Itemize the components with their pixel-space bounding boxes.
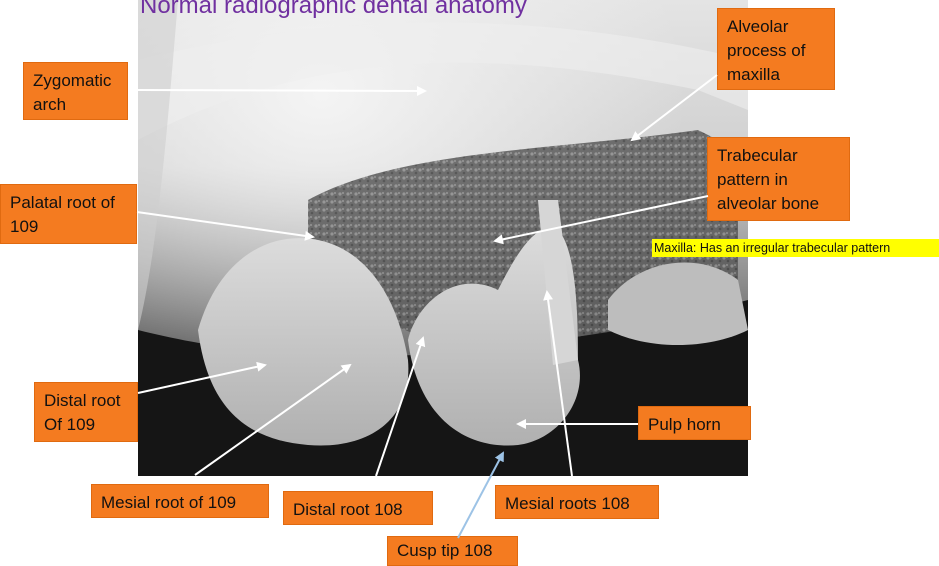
label-zygomatic-arch-line1: Zygomatic	[33, 71, 112, 90]
label-palatal-root-109-line2: 109	[10, 217, 39, 236]
label-mesial-root-of-109: Mesial root of 109	[91, 484, 269, 518]
radiograph-graphic	[138, 0, 748, 476]
label-trabecular-pattern-line2: pattern in	[717, 170, 788, 189]
dental-radiograph-image	[138, 0, 748, 476]
label-trabecular-pattern-line3: alveolar bone	[717, 194, 820, 213]
label-distal-root-of-109-line2: Of 109	[44, 415, 96, 434]
arrow-mesial-roots-108	[543, 290, 573, 477]
label-cusp-tip-108: Cusp tip 108	[387, 536, 518, 566]
label-mesial-root-of-109-text: Mesial root of 109	[101, 493, 237, 512]
arrow-cusp-tip-108	[457, 451, 504, 539]
highlight-note: Maxilla: Has an irregular trabecular pat…	[652, 239, 939, 257]
label-zygomatic-arch-line2: arch	[33, 95, 67, 114]
label-distal-root-of-109-line1: Distal root	[44, 391, 121, 410]
label-trabecular-pattern-line1: Trabecular	[717, 146, 798, 165]
arrow-palatal-root-109	[136, 211, 315, 241]
arrow-alveolar-process	[630, 74, 718, 142]
label-alveolar-process: Alveolar process of maxilla	[717, 8, 835, 90]
arrow-mesial-root-of-109	[194, 363, 352, 476]
label-trabecular-pattern: Trabecular pattern in alveolar bone	[707, 137, 850, 221]
label-zygomatic-arch: Zygomatic arch	[23, 62, 128, 120]
label-palatal-root-109: Palatal root of 109	[0, 184, 137, 244]
label-alveolar-process-line2: process of	[727, 41, 806, 60]
label-mesial-roots-108: Mesial roots 108	[495, 485, 659, 519]
label-palatal-root-109-line1: Palatal root of	[10, 193, 115, 212]
arrow-zygomatic-arch	[137, 85, 427, 96]
label-distal-root-108-text: Distal root 108	[293, 500, 403, 519]
label-cusp-tip-108-text: Cusp tip 108	[397, 541, 493, 560]
arrow-distal-root-108	[375, 336, 426, 477]
label-alveolar-process-line1: Alveolar	[727, 17, 789, 36]
label-pulp-horn: Pulp horn	[638, 406, 751, 440]
arrow-distal-root-of-109	[137, 361, 267, 394]
label-pulp-horn-text: Pulp horn	[648, 415, 721, 434]
label-distal-root-of-109: Distal root Of 109	[34, 382, 138, 442]
slide-title: Normal radiographic dental anatomy	[140, 0, 527, 19]
arrow-trabecular-pattern	[493, 195, 709, 245]
label-alveolar-process-line3: maxilla	[727, 65, 780, 84]
label-mesial-roots-108-text: Mesial roots 108	[505, 494, 630, 513]
label-distal-root-108: Distal root 108	[283, 491, 433, 525]
